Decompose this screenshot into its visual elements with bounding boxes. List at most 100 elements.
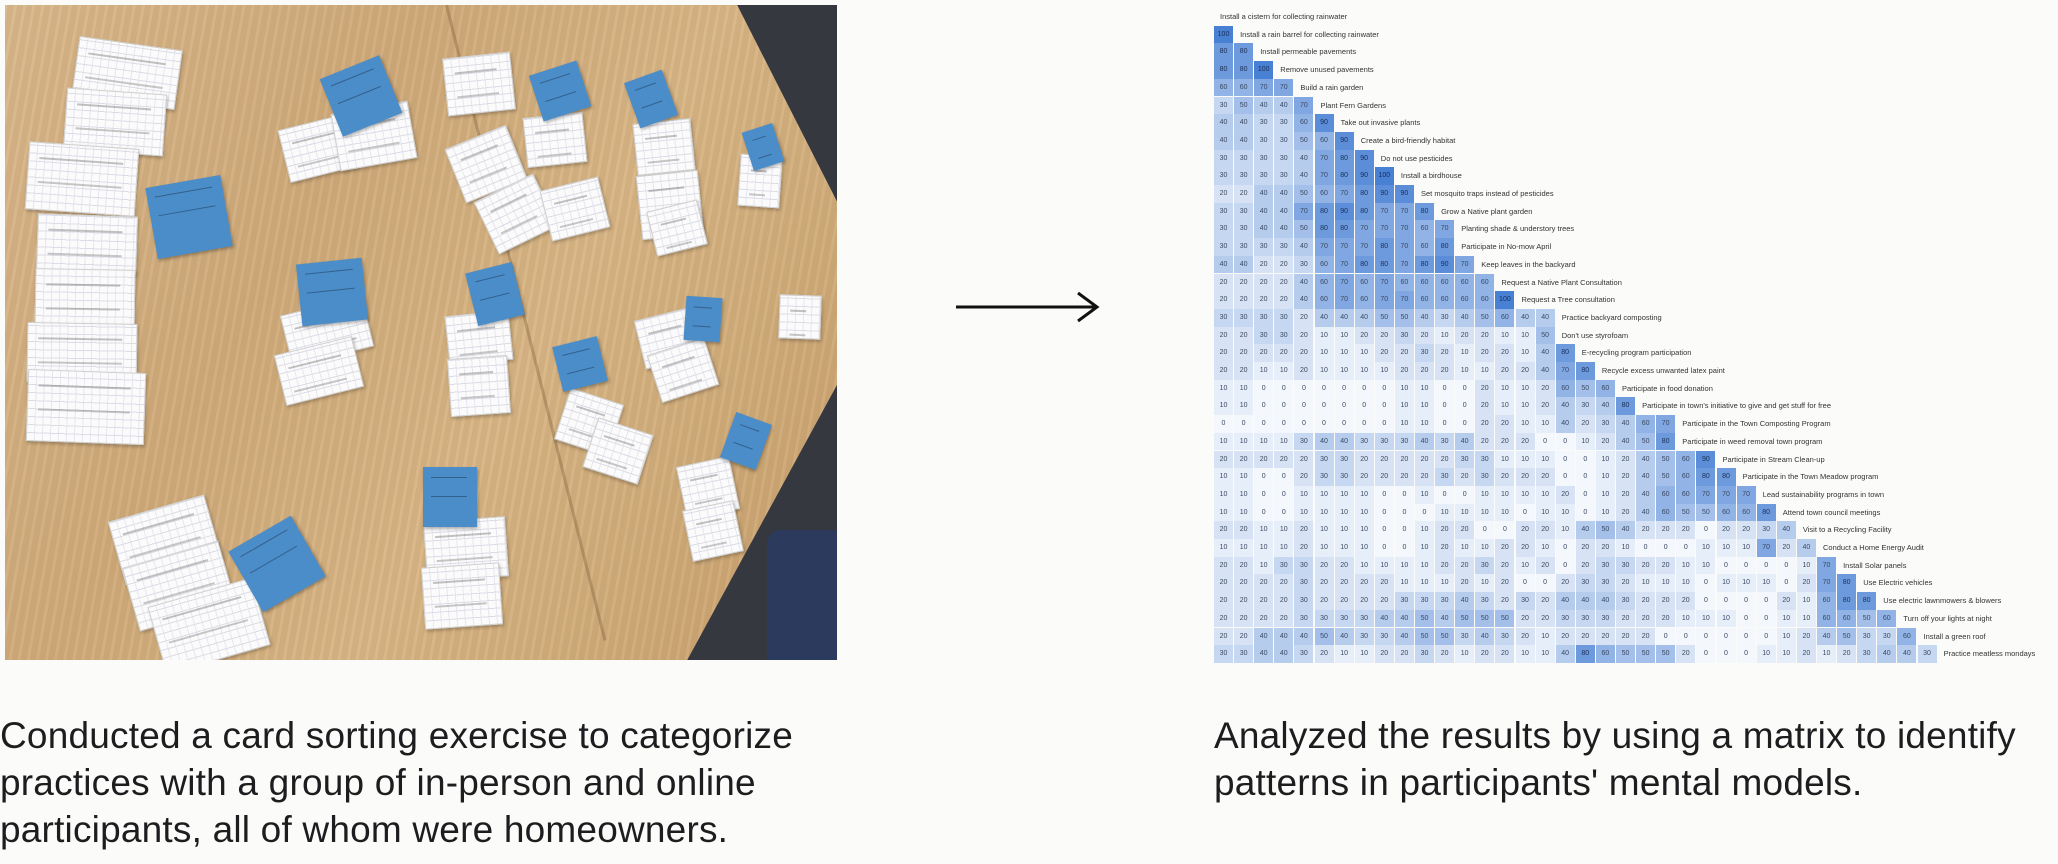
matrix-cell: 0 xyxy=(1776,574,1796,593)
matrix-cell: 0 xyxy=(1756,556,1776,575)
matrix-cell: 20 xyxy=(1616,450,1635,469)
matrix-cell: 30 xyxy=(1374,627,1394,646)
matrix-cell: 80 xyxy=(1716,468,1736,486)
matrix-cell: 60 xyxy=(1214,78,1233,97)
matrix-cell: 20 xyxy=(1234,556,1254,575)
matrix-cell: 20 xyxy=(1415,450,1434,469)
matrix-cell: 20 xyxy=(1254,592,1274,610)
matrix-cell: 70 xyxy=(1435,220,1455,239)
matrix-cell: 20 xyxy=(1515,609,1535,628)
matrix-cell: 20 xyxy=(1234,326,1254,345)
matrix-cell: 0 xyxy=(1716,592,1736,610)
matrix-cell: 0 xyxy=(1716,645,1736,663)
matrix-cell: 0 xyxy=(1415,503,1434,522)
matrix-cell: 40 xyxy=(1555,397,1575,416)
matrix-cell: 20 xyxy=(1214,521,1233,539)
matrix-cell: 20 xyxy=(1515,468,1535,486)
matrix-cell: 50 xyxy=(1575,379,1595,398)
matrix-cell: 60 xyxy=(1314,185,1334,203)
matrix-cell: 10 xyxy=(1495,450,1515,469)
matrix-cell: 0 xyxy=(1455,485,1475,504)
matrix-cell: 20 xyxy=(1374,326,1394,345)
matrix-cell: 20 xyxy=(1294,308,1314,327)
matrix-cell: 20 xyxy=(1274,450,1294,469)
matrix-cell: 20 xyxy=(1475,344,1495,362)
matrix-cell: 10 xyxy=(1274,432,1294,451)
matrix-cell: 20 xyxy=(1776,592,1796,610)
matrix-cell: 50 xyxy=(1234,96,1254,115)
matrix-item-label: Do not use pesticides xyxy=(1380,153,1453,163)
matrix-cell: 10 xyxy=(1475,574,1495,593)
matrix-cell: 40 xyxy=(1636,450,1656,469)
matrix-cell: 80 xyxy=(1354,255,1374,274)
matrix-cell: 20 xyxy=(1254,291,1274,309)
matrix-cell: 20 xyxy=(1254,450,1274,469)
matrix-cell: 80 xyxy=(1435,238,1455,256)
matrix-cell: 80 xyxy=(1575,362,1595,380)
matrix-cell: 0 xyxy=(1394,485,1414,504)
matrix-item-label: Participate in Stream Clean-up xyxy=(1722,454,1825,464)
matrix-cell: 20 xyxy=(1475,326,1495,345)
matrix-cell: 30 xyxy=(1234,149,1254,168)
matrix-cell: 20 xyxy=(1294,326,1314,345)
matrix-cell: 60 xyxy=(1354,291,1374,309)
matrix-cell: 80 xyxy=(1234,61,1254,79)
matrix-cell: 20 xyxy=(1374,592,1394,610)
matrix-cell: 10 xyxy=(1796,556,1816,575)
matrix-cell: 30 xyxy=(1214,308,1233,327)
matrix-cell: 10 xyxy=(1756,645,1776,663)
matrix-cell: 0 xyxy=(1555,432,1575,451)
matrix-cell: 0 xyxy=(1374,397,1394,416)
matrix-cell: 10 xyxy=(1455,645,1475,663)
matrix-cell: 80 xyxy=(1837,574,1857,593)
matrix-cell: 30 xyxy=(1234,645,1254,663)
matrix-cell: 20 xyxy=(1294,539,1314,557)
matrix-cell: 40 xyxy=(1595,592,1615,610)
matrix-cell: 0 xyxy=(1394,521,1414,539)
matrix-cell: 10 xyxy=(1254,362,1274,380)
matrix-cell: 10 xyxy=(1535,645,1555,663)
matrix-cell: 0 xyxy=(1575,503,1595,522)
matrix-cell: 20 xyxy=(1274,255,1294,274)
matrix-cell: 0 xyxy=(1394,539,1414,557)
matrix-cell: 20 xyxy=(1214,344,1233,362)
matrix-cell: 10 xyxy=(1234,485,1254,504)
matrix-cell: 30 xyxy=(1435,308,1455,327)
matrix-cell: 20 xyxy=(1455,556,1475,575)
matrix-cell: 40 xyxy=(1555,592,1575,610)
matrix-cell: 40 xyxy=(1314,308,1334,327)
matrix-item-label: Visit to a Recycling Facility xyxy=(1802,525,1892,535)
matrix-cell: 10 xyxy=(1354,645,1374,663)
matrix-cell: 40 xyxy=(1294,273,1314,292)
matrix-cell: 20 xyxy=(1455,468,1475,486)
matrix-cell: 10 xyxy=(1495,503,1515,522)
matrix-cell: 30 xyxy=(1415,344,1434,362)
matrix-cell: 20 xyxy=(1354,468,1374,486)
matrix-cell: 10 xyxy=(1515,397,1535,416)
matrix-cell: 20 xyxy=(1234,291,1254,309)
matrix-cell: 40 xyxy=(1394,609,1414,628)
matrix-cell: 30 xyxy=(1254,238,1274,256)
matrix-cell: 50 xyxy=(1294,185,1314,203)
matrix-item-label: Turn off your lights at night xyxy=(1903,613,1992,623)
right-arrow-icon xyxy=(956,291,1100,323)
matrix-cell: 70 xyxy=(1334,255,1354,274)
matrix-cell: 20 xyxy=(1656,592,1676,610)
matrix-cell: 60 xyxy=(1435,273,1455,292)
matrix-cell: 0 xyxy=(1374,521,1394,539)
matrix-cell: 0 xyxy=(1254,503,1274,522)
matrix-cell: 10 xyxy=(1515,556,1535,575)
matrix-item-label: Remove unused pavements xyxy=(1280,65,1374,75)
matrix-cell: 30 xyxy=(1334,468,1354,486)
card xyxy=(442,51,516,117)
matrix-cell: 0 xyxy=(1254,468,1274,486)
matrix-cell: 0 xyxy=(1435,485,1455,504)
matrix-cell: 60 xyxy=(1897,627,1917,646)
matrix-cell: 40 xyxy=(1394,627,1414,646)
matrix-cell: 10 xyxy=(1495,485,1515,504)
matrix-cell: 30 xyxy=(1756,521,1776,539)
matrix-item-label: Attend town council meetings xyxy=(1782,507,1881,517)
matrix-cell: 20 xyxy=(1254,609,1274,628)
matrix-cell: 30 xyxy=(1234,238,1254,256)
matrix-cell: 20 xyxy=(1214,291,1233,309)
